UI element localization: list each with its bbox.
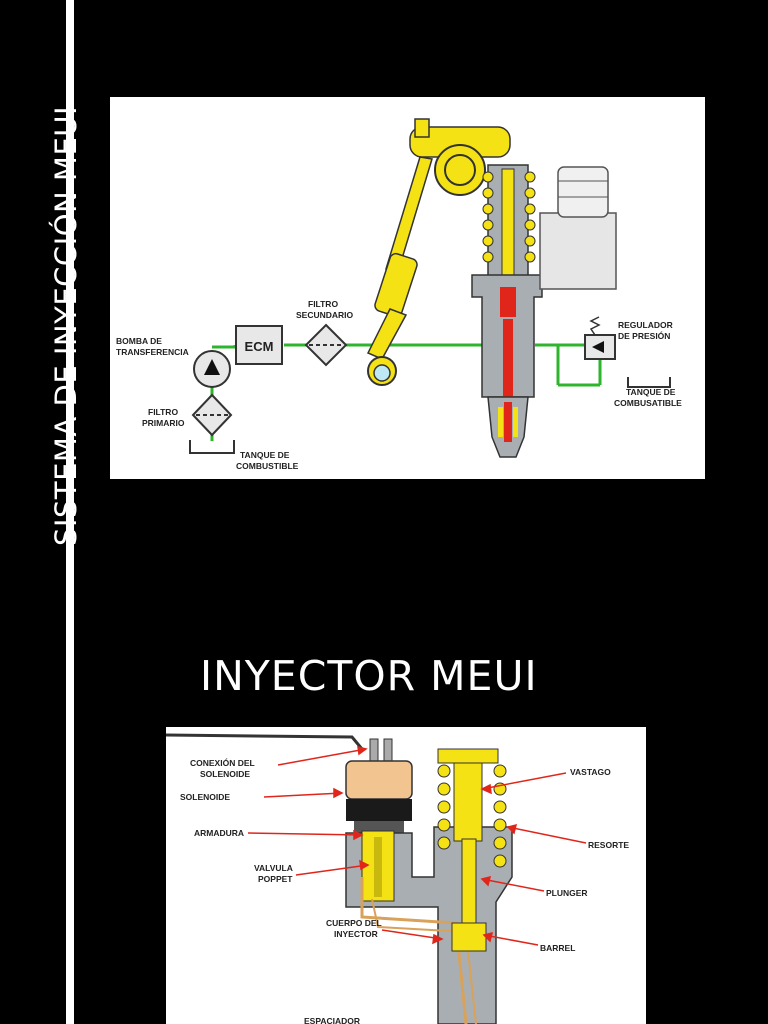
label-tanque-r-2: COMBUSATIBLE xyxy=(614,398,682,408)
label-armadura: ARMADURA xyxy=(194,828,244,838)
label-regulador-2: DE PRESIÓN xyxy=(618,330,670,341)
label-tanque-1: TANQUE DE xyxy=(240,450,290,460)
label-filtro-primario-2: PRIMARIO xyxy=(142,418,185,428)
ecm-box: ECM xyxy=(235,325,283,365)
label-filtro-sec-2: SECUNDARIO xyxy=(296,310,354,320)
label-cuerpo-2: INYECTOR xyxy=(334,929,378,939)
solenoid xyxy=(345,738,413,833)
label-tanque-2: COMBUSTIBLE xyxy=(236,461,299,471)
label-regulador-1: REGULADOR xyxy=(618,320,673,330)
label-bomba-2: TRANSFERENCIA xyxy=(116,347,189,357)
fuel-tank-right xyxy=(627,377,671,388)
label-vastago: VASTAGO xyxy=(570,767,611,777)
label-valvula-1: VALVULA xyxy=(254,863,293,873)
pushrod xyxy=(366,156,433,386)
rocker-arm xyxy=(409,118,511,196)
secondary-filter xyxy=(304,323,348,367)
solenoid-wire xyxy=(166,733,364,750)
label-resorte: RESORTE xyxy=(588,840,629,850)
label-filtro-sec-1: FILTRO xyxy=(308,299,338,309)
primary-filter xyxy=(191,393,233,437)
transfer-pump xyxy=(193,350,231,388)
label-espaciador: ESPACIADOR xyxy=(304,1016,360,1024)
label-filtro-primario-1: FILTRO xyxy=(148,407,178,417)
side-title: SISTEMA DE INYECCIÓN MEUI xyxy=(0,0,83,560)
label-plunger: PLUNGER xyxy=(546,888,588,898)
fuel-tank-left xyxy=(189,440,235,454)
section-title: INYECTOR MEUI xyxy=(200,652,538,700)
label-solenoide: SOLENOIDE xyxy=(180,792,230,802)
label-valvula-2: POPPET xyxy=(258,874,293,884)
callout-arrows xyxy=(247,746,587,946)
stem-and-spring xyxy=(437,748,507,952)
ecm-label: ECM xyxy=(245,339,274,354)
fuel-system-diagram: ECM xyxy=(110,97,705,479)
label-cuerpo-1: CUERPO DEL xyxy=(326,918,382,928)
label-bomba-1: BOMBA DE xyxy=(116,336,162,346)
pressure-regulator xyxy=(584,316,616,360)
vertical-divider xyxy=(66,0,74,1024)
injector-diagram: CONEXIÓN DEL SOLENOIDE SOLENOIDE ARMADUR… xyxy=(166,727,646,1024)
label-conexion-2: SOLENOIDE xyxy=(200,769,250,779)
label-barrel: BARREL xyxy=(540,943,575,953)
solenoid-block xyxy=(539,166,617,290)
meui-injector xyxy=(471,164,543,458)
label-tanque-r-1: TANQUE DE xyxy=(626,387,676,397)
label-conexion-1: CONEXIÓN DEL xyxy=(190,757,255,768)
